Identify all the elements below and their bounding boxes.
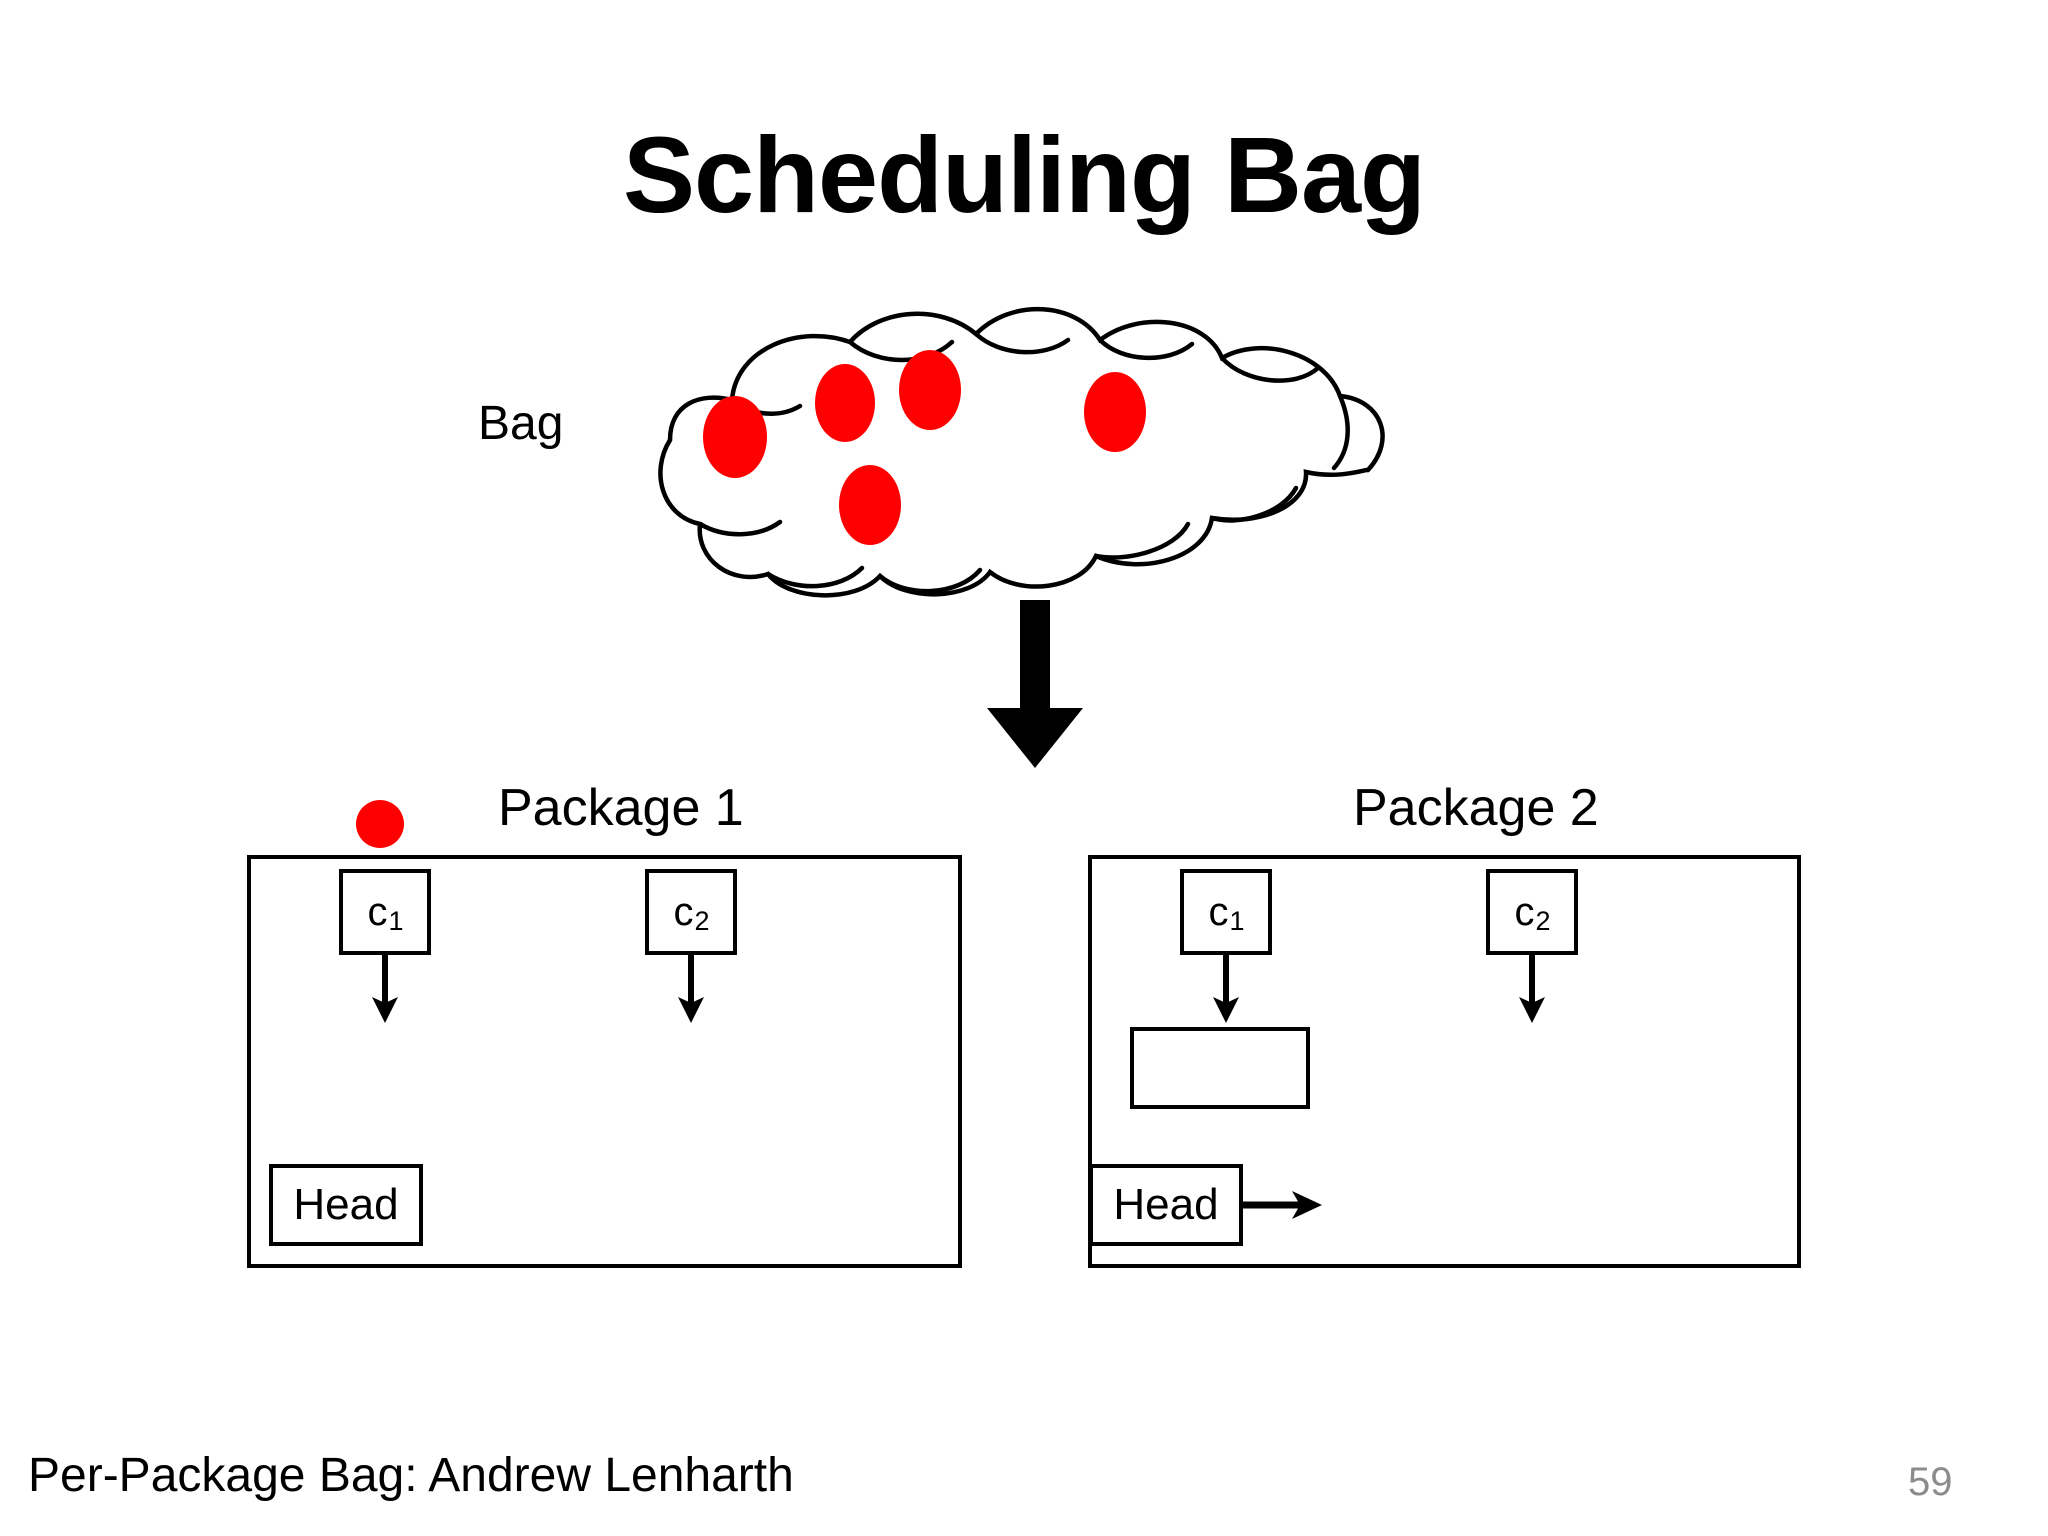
page-title: Scheduling Bag	[622, 114, 1426, 235]
red-dot-icon	[839, 465, 901, 545]
pending-work-item-dot-icon	[356, 800, 404, 848]
package-1-head-label: Head	[293, 1180, 399, 1229]
package-2-task-c1-label: c	[1208, 890, 1229, 934]
package-1-task-c1-arrow-down-icon	[372, 953, 398, 1023]
bag-label: Bag	[478, 397, 564, 450]
arrow-down-icon	[987, 600, 1083, 768]
footer-credit: Per-Package Bag: Andrew Lenharth	[28, 1449, 794, 1502]
package-2-head-label: Head	[1113, 1180, 1219, 1229]
package-1-head-box[interactable]: Head	[269, 1164, 423, 1246]
package-2-task-c2-arrow-down-icon	[1519, 953, 1545, 1023]
slide-number: 59	[1908, 1460, 1953, 1504]
package-1-task-c2-label: c	[673, 890, 694, 934]
package-1-title: Package 1	[498, 779, 744, 837]
package-2-task-c1-arrow-down-icon	[1213, 953, 1239, 1023]
package-2-head-arrow-right-icon	[1240, 1191, 1322, 1219]
red-dot-icon	[815, 364, 875, 442]
package-1-task-c2-arrow-down-icon	[678, 953, 704, 1023]
package-2-empty-queue-box[interactable]	[1130, 1027, 1310, 1109]
package-2-task-c1-subscript: 1	[1229, 905, 1245, 936]
package-1-task-c2-subscript: 2	[694, 905, 710, 936]
red-dot-icon	[899, 350, 961, 430]
package-2-task-c2-subscript: 2	[1535, 905, 1551, 936]
cloud-icon	[658, 306, 1385, 598]
package-2-title: Package 2	[1353, 779, 1599, 837]
package-1-task-c1-label: c	[367, 890, 388, 934]
red-dot-icon	[1084, 372, 1146, 452]
red-dot-icon	[703, 396, 767, 478]
package-2-head-box[interactable]: Head	[1089, 1164, 1243, 1246]
package-1-task-c1-subscript: 1	[388, 905, 404, 936]
package-2-task-c2-label: c	[1514, 890, 1535, 934]
